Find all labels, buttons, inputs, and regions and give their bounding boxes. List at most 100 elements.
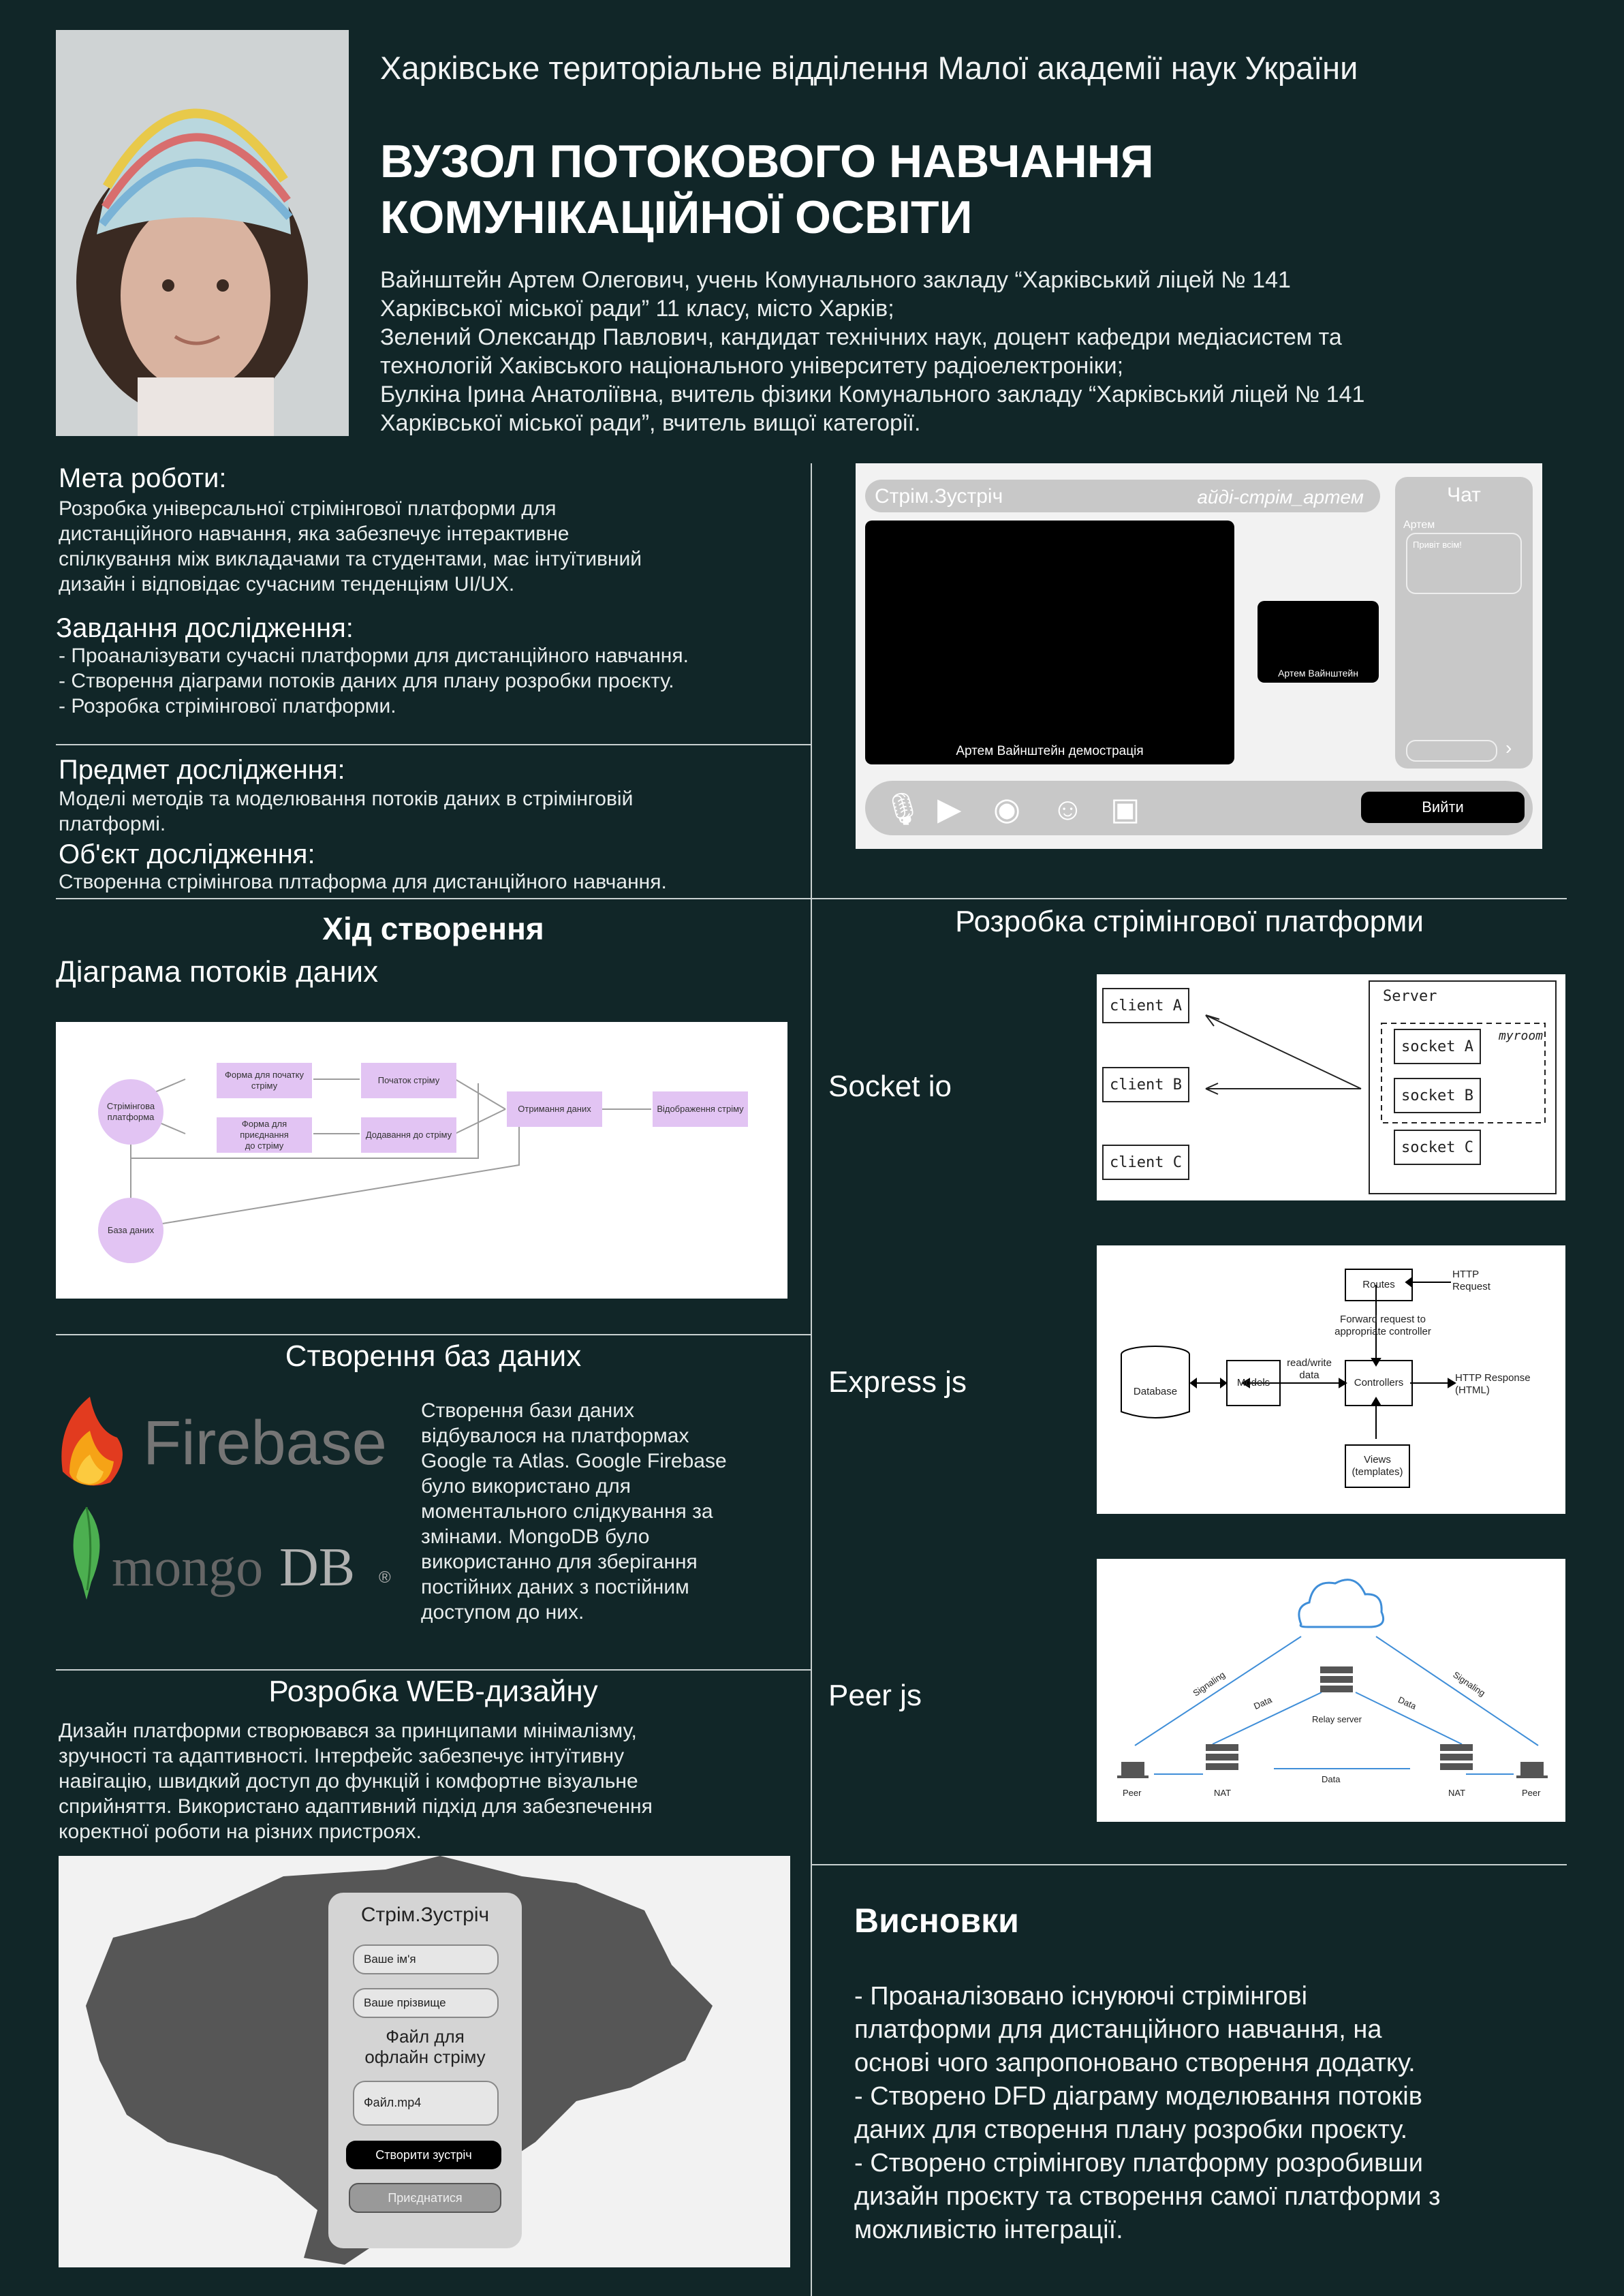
camera-icon[interactable]: ▶ <box>937 791 962 826</box>
object-text: Створенна стрімінгова плтаформа для дист… <box>59 871 667 893</box>
controls-bar: 🎙 ▶ ◉ ☺ ▣ Вийти <box>865 781 1533 835</box>
mongodb-wordmark-b: DB <box>279 1538 356 1598</box>
join-meeting-button[interactable]: Приєднатися <box>349 2183 501 2213</box>
small-video: Артем Вайнштейн <box>1258 601 1379 683</box>
author-photo <box>56 30 349 436</box>
mongodb-registered: ® <box>379 1568 391 1587</box>
peer-js-label: Peer js <box>828 1679 922 1712</box>
dfd-get-data-node: Отримання даних <box>507 1091 602 1127</box>
authors-text: Вайнштейн Артем Олегович, учень Комуналь… <box>380 267 1365 436</box>
views-box: Views (templates) <box>1345 1444 1410 1488</box>
dfd-join-stream-node: Додавання до стріму <box>361 1117 456 1153</box>
socket-arrows <box>1205 980 1557 1194</box>
web-design-text: Дизайн платформи створювався за принципа… <box>59 1720 653 1843</box>
firebase-wordmark: Firebase <box>143 1408 387 1478</box>
database-label: Database <box>1133 1386 1178 1397</box>
name-input[interactable]: Ваше ім'я <box>353 1944 499 1974</box>
client-b-box: client B <box>1102 1067 1189 1102</box>
peer-diagram: Signaling Signaling Data Data Data Relay… <box>1097 1559 1565 1822</box>
send-icon[interactable]: › <box>1505 737 1512 758</box>
firebase-logo: Firebase <box>56 1397 396 1492</box>
dfd-stream-start-node: Початок стріму <box>361 1063 456 1098</box>
tasks-text: - Проаналізувати сучасні платформи для д… <box>59 645 689 717</box>
participants-icon[interactable]: ◉ <box>993 791 1021 826</box>
nat-left-label: NAT <box>1214 1788 1232 1798</box>
socket-io-label: Socket io <box>828 1070 952 1103</box>
mockup-app-title: Стрім.Зустріч <box>875 485 1003 508</box>
goal-text: Розробка універсальної стрімінгової плат… <box>59 497 642 595</box>
emoji-icon[interactable]: ☺ <box>1052 791 1084 826</box>
join-card: Стрім.Зустріч Ваше ім'я Ваше прізвище Фа… <box>328 1893 522 2248</box>
goal-heading: Мета роботи: <box>59 463 227 493</box>
chat-title: Чат <box>1447 484 1481 506</box>
databases-text: Створення бази даних відбувалося на плат… <box>421 1399 727 1624</box>
mockup-topbar: Стрім.Зустріч айді-стрім_артем <box>865 480 1380 512</box>
forward-label: Forward request to appropriate controlle… <box>1334 1314 1431 1337</box>
mongodb-leaf-icon <box>73 1507 100 1600</box>
divider-goal <box>56 744 811 745</box>
divider-db <box>56 1334 811 1335</box>
http-response-label: HTTP Response (HTML) <box>1455 1372 1531 1396</box>
join-card-title: Стрім.Зустріч <box>360 1904 490 1926</box>
file-label: Файл для офлайн стріму <box>364 2026 486 2067</box>
surname-input[interactable]: Ваше прізвище <box>353 1988 499 2018</box>
divider-conclusions <box>811 1864 1567 1865</box>
web-design-heading: Розробка WEB-дизайну <box>268 1675 598 1708</box>
microphone-icon[interactable]: 🎙 <box>883 791 923 826</box>
peer-left-label: Peer <box>1123 1788 1142 1798</box>
main-video: Артем Вайнштейн демострація <box>865 521 1234 764</box>
divider-web <box>56 1669 811 1671</box>
socket-b-box: socket B <box>1394 1078 1481 1113</box>
join-mockup: Стрім.Зустріч Ваше ім'я Ваше прізвище Фа… <box>59 1856 790 2267</box>
express-arrows <box>1121 1277 1456 1439</box>
poster-title: ВУЗОЛ ПОТОКОВОГО НАВЧАННЯ КОМУНІКАЦІЙНОЇ… <box>380 136 1154 243</box>
chat-input[interactable] <box>1406 740 1497 762</box>
express-diagram: Routes HTTP Request Forward request to a… <box>1097 1245 1565 1514</box>
firebase-flame-icon <box>61 1397 123 1486</box>
socket-io-diagram: client A client B client C Server myroom… <box>1097 974 1565 1200</box>
conclusions-heading: Висновки <box>854 1902 1019 1940</box>
client-c-box: client C <box>1102 1145 1189 1180</box>
small-video-label: Артем Вайнштейн <box>1278 668 1358 679</box>
socket-a-box: socket A <box>1394 1029 1481 1064</box>
dfd-join-form-node: Форма для приєднання до стріму <box>217 1117 312 1153</box>
peer-right-label: Peer <box>1522 1788 1541 1798</box>
tasks-heading: Завдання дослідження: <box>56 613 354 643</box>
socket-c-box: socket C <box>1394 1130 1481 1165</box>
mongodb-logo: mongo DB ® <box>56 1507 396 1602</box>
dfd-platform-node: Стрімінгова платформа <box>98 1079 163 1145</box>
progress-heading: Хід створення <box>322 911 544 946</box>
conclusions-text: - Проаналізовано існуюючі стрімінгові пл… <box>854 1982 1441 2244</box>
models-box: Models <box>1226 1360 1281 1406</box>
chat-panel: Чат Артем Привіт всім! › <box>1395 477 1533 769</box>
object-heading: Об'єкт дослідження: <box>59 839 315 869</box>
routes-box: Routes <box>1345 1269 1413 1301</box>
databases-heading: Створення баз даних <box>285 1339 582 1373</box>
create-meeting-button[interactable]: Створити зустріч <box>346 2141 501 2169</box>
subject-text: Моделі методів та моделювання потоків да… <box>59 788 634 835</box>
mockup-room-id: айді-стрім_артем <box>1197 486 1364 508</box>
exit-button[interactable]: Вийти <box>1361 792 1525 823</box>
stream-mockup: Стрім.Зустріч айді-стрім_артем Артем Вай… <box>856 463 1542 849</box>
chat-message: Привіт всім! <box>1406 533 1522 594</box>
chat-user: Артем <box>1403 519 1435 531</box>
dfd-heading: Діаграма потоків даних <box>56 955 379 989</box>
divider-sections <box>56 898 1567 899</box>
dfd-display-node: Відображення стріму <box>653 1091 748 1127</box>
dfd-start-form-node: Форма для початку стріму <box>217 1063 312 1098</box>
room-label: myroom <box>1499 1029 1544 1043</box>
read-write-label: read/write data <box>1287 1357 1332 1381</box>
client-a-box: client A <box>1102 988 1189 1023</box>
data-bottom-label: Data <box>1322 1774 1341 1784</box>
peer-network-lines <box>1117 1579 1548 1778</box>
relay-server-label: Relay server <box>1312 1714 1362 1724</box>
dfd-diagram: Стрімінгова платформа Форма для початку … <box>56 1022 787 1299</box>
controllers-box: Controllers <box>1345 1360 1413 1406</box>
screen-share-icon[interactable]: ▣ <box>1110 791 1140 826</box>
http-request-label: HTTP Request <box>1452 1269 1490 1292</box>
mongodb-wordmark-a: mongo <box>112 1538 264 1598</box>
main-video-label: Артем Вайнштейн демострація <box>956 744 1144 758</box>
file-input[interactable]: Файл.mp4 <box>353 2081 499 2126</box>
nat-right-label: NAT <box>1448 1788 1466 1798</box>
platform-dev-heading: Розробка стрімінгової платформи <box>955 905 1424 938</box>
